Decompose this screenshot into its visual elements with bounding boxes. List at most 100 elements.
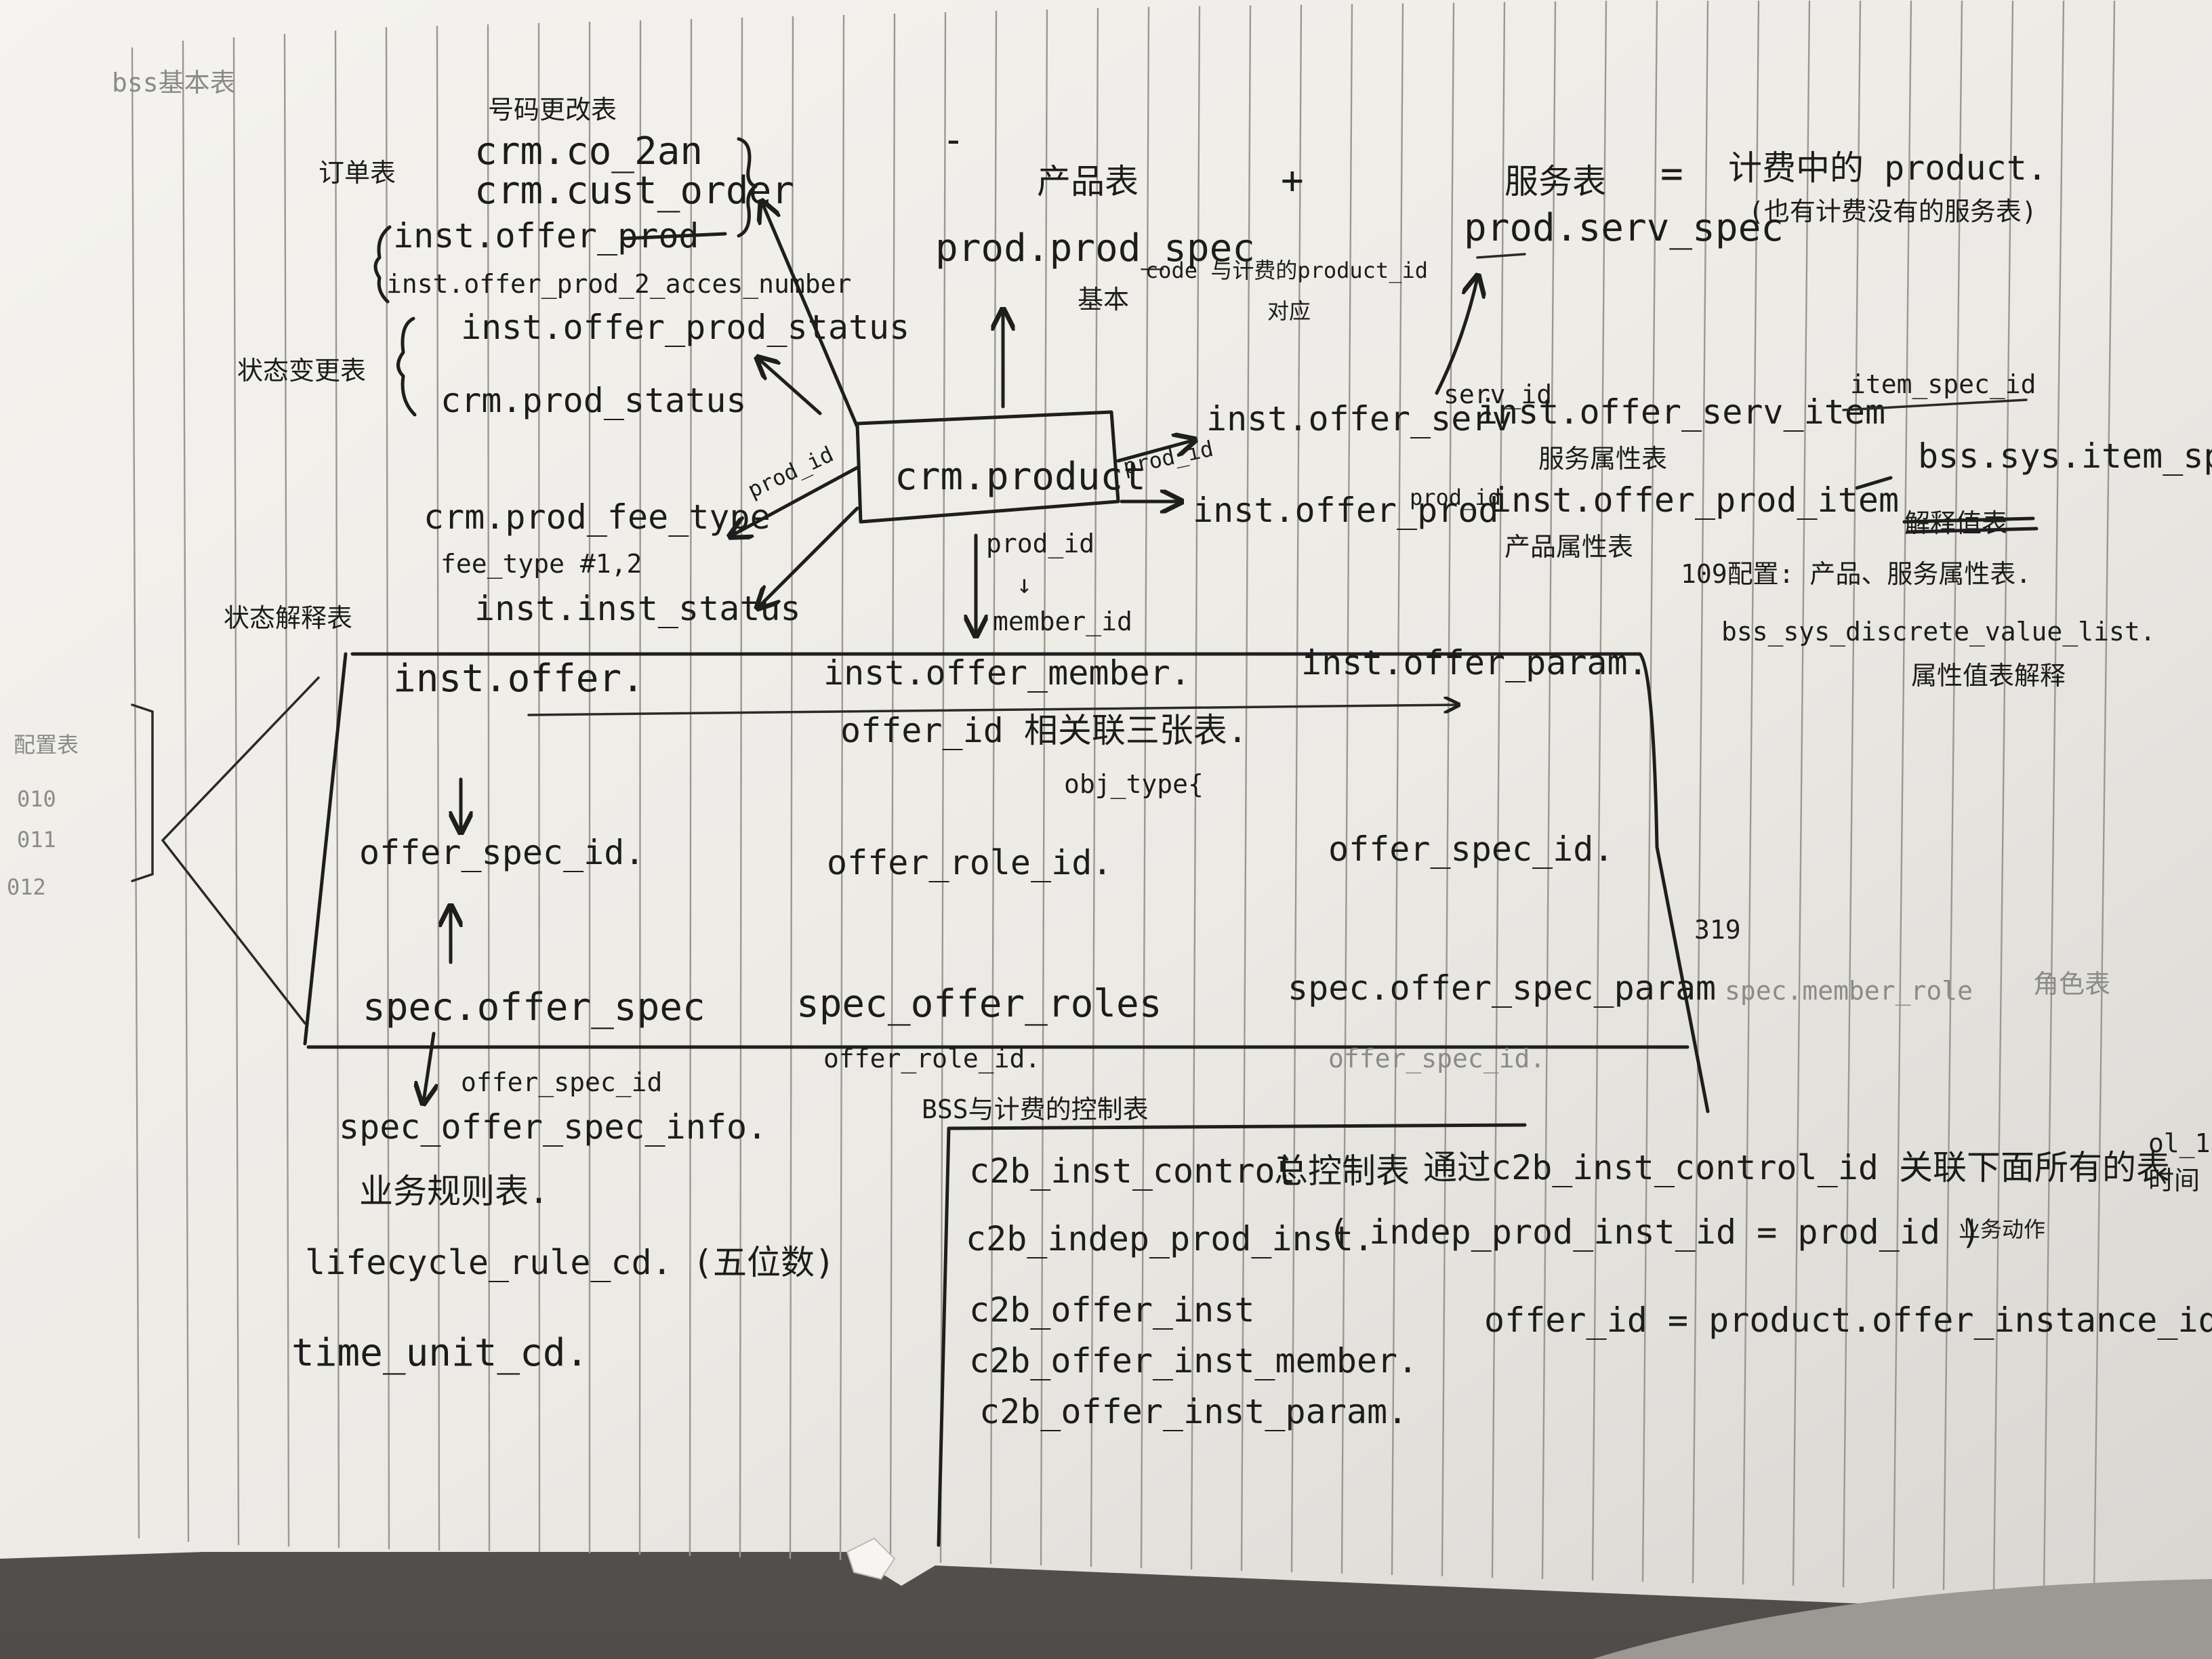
text-crm-prod-fee-type: crm.prod_fee_type <box>424 497 771 537</box>
text-crm-cust-order: crm.cust_order <box>474 169 794 213</box>
arrow-offer-to-param <box>527 705 1457 716</box>
text-inst-offer-prod-2-acces-number: inst.offer_prod_2_acces_number <box>386 269 851 300</box>
label-prod-spec-basic: 基本 <box>1078 285 1129 314</box>
text-billing-product: 计费中的 product. <box>1728 148 2047 188</box>
text-spec-offer-spec: spec.offer_spec <box>363 985 705 1029</box>
text-indep-note: ( indep_prod_inst_id = prod_id ) <box>1328 1212 1981 1252</box>
text-spec-member-role: spec.member_role <box>1725 976 1973 1006</box>
text-number-319: 319 <box>1694 915 1741 945</box>
arrow-to-item-spec <box>1855 476 1893 490</box>
arrow-to-offer-prod <box>762 203 859 429</box>
text-c2b-offer-inst-param: c2b_offer_inst_param. <box>979 1392 1408 1431</box>
arrow-down-spec-info <box>424 1031 434 1101</box>
text-spec-offer-roles: spec_offer_roles <box>796 982 1162 1026</box>
text-lifecycle-rule-cd: lifecycle_rule_cd. (五位数) <box>305 1243 835 1282</box>
underline-item-spec-id <box>1842 398 2028 411</box>
frame-left <box>303 652 348 1046</box>
text-c2b-offer-inst-member: c2b_offer_inst_member. <box>969 1341 1418 1380</box>
brace-status <box>396 316 417 417</box>
left-triangle <box>161 676 320 1025</box>
text-inst-offer-prod-item: inst.offer_prod_item <box>1491 480 1899 520</box>
text-inst-offer: inst.offer. <box>393 657 644 701</box>
torn-paper-notch <box>846 1537 896 1580</box>
text-offer-role-id: offer_role_id. <box>827 843 1112 882</box>
text-fee-type-values: fee_type #1,2 <box>441 549 642 579</box>
text-bss-sys-discrete-value-list: bss_sys_discrete_value_list. <box>1721 617 2156 647</box>
label-status-explain: 状态解释表 <box>224 603 352 633</box>
arrow-to-offer-serv <box>1116 441 1193 463</box>
crm-product-box <box>855 410 1120 524</box>
text-offer-spec-id-1: offer_spec_id. <box>359 833 644 872</box>
text-c2b-indep-prod-inst: c2b_indep_prod_inst. <box>966 1219 1374 1258</box>
text-c2b-offer-inst: c2b_offer_inst <box>969 1290 1254 1330</box>
text-spec-offer-spec-param: spec.offer_spec_param <box>1288 968 1716 1008</box>
text-inst-offer-serv: inst.offer_serv <box>1206 399 1513 438</box>
text-offer-spec-id-3: offer_spec_id. <box>1328 1044 1545 1074</box>
text-inst-offer-member: inst.offer_member. <box>823 653 1191 693</box>
text-billing-note: (也有计费没有的服务表) <box>1748 197 2037 226</box>
text-inst-offer-prod-status: inst.offer_prod_status <box>461 308 909 347</box>
text-offer-role-id-2: offer_role_id. <box>823 1044 1040 1074</box>
text-inst-offer-prod-right: inst.offer_prod <box>1193 491 1499 530</box>
control-left-line <box>937 1126 951 1547</box>
underline-serv-spec <box>1476 253 1526 259</box>
text-prod-prod-spec: prod.prod_spec <box>935 226 1255 270</box>
down-arrow-glyph: ↓ <box>1017 569 1032 599</box>
label-number-change: 号码更改表 <box>488 95 617 125</box>
text-bss-sys-item-spec: bss.sys.item_spec <box>1918 436 2212 476</box>
arrow-to-fee-type <box>732 466 859 535</box>
text-inst-offer-serv-item: inst.offer_serv_item <box>1477 392 1885 432</box>
title-bss-billing-control: BSS与计费的控制表 <box>922 1094 1149 1124</box>
label-prod-id-down: prod_id <box>986 529 1094 559</box>
label-product-table: 产品表 <box>1037 162 1139 201</box>
code-012: 012 <box>7 874 46 900</box>
label-business-rule: 业务规则表. <box>359 1172 549 1211</box>
text-offer-spec-id-2: offer_spec_id. <box>1328 830 1614 869</box>
label-role-table: 角色表 <box>2033 969 2110 999</box>
label-order-tables: 订单表 <box>319 158 396 188</box>
text-inst-offer-param: inst.offer_param. <box>1301 643 1648 682</box>
text-crossed-note: 解释值表 <box>1904 508 2007 538</box>
label-total-control: 总控制表 <box>1274 1151 1410 1191</box>
shadow-object <box>1593 1579 2212 1659</box>
text-crm-prod-status: crm.prod_status <box>441 381 747 420</box>
text-edge-note-2: 时间 <box>2148 1166 2200 1195</box>
text-code-note-2: 对应 <box>1267 298 1311 324</box>
strike-crossed <box>1902 516 2039 534</box>
left-bracket <box>131 703 154 882</box>
text-edge-note: ol_1 <box>2148 1128 2211 1159</box>
arrow-to-offer-prod-status <box>759 359 822 415</box>
frame-top-right <box>350 652 1710 1113</box>
text-offer-spec-id-4: offer_spec_id <box>461 1067 662 1098</box>
label-attr-value: 属性值表解释 <box>1911 661 2066 691</box>
brace-offer-prod <box>373 225 392 304</box>
text-obj-type: obj_type{ <box>1064 769 1204 800</box>
label-item-spec-id: item_spec_id <box>1850 369 2036 400</box>
label-service-table: 服务表 <box>1504 162 1606 201</box>
minus-sign: - <box>942 118 965 162</box>
label-service-attr: 服务属性表 <box>1538 444 1667 474</box>
text-crm-product: crm.product <box>895 455 1146 499</box>
underline-control-title <box>947 1123 1527 1130</box>
label-serv-id: serv_id <box>1443 380 1552 410</box>
label-business-action: 业务动作 <box>1959 1216 2045 1242</box>
code-010: 010 <box>17 786 56 812</box>
brace-order <box>737 137 758 238</box>
text-offer-id-note: offer_id 相关联三张表. <box>840 711 1248 750</box>
text-c2b-inst-control: c2b_inst_control <box>969 1151 1296 1191</box>
strike-mark <box>621 232 727 241</box>
label-config-tables: 配置表 <box>14 732 79 758</box>
title-bss-basic-tables: bss基本表 <box>112 68 236 98</box>
plus-sign: + <box>1281 159 1304 203</box>
text-config-note: 109配置: 产品、服务属性表. <box>1681 559 2031 589</box>
text-code-note: code 与计费的product_id <box>1145 258 1428 283</box>
code-011: 011 <box>17 827 56 853</box>
arrow-to-serv-spec <box>1435 278 1477 395</box>
text-time-unit-cd: time_unit_cd. <box>291 1331 588 1375</box>
text-crm-co-2an: crm.co_2an <box>474 129 703 173</box>
text-inst-inst-status: inst.inst_status <box>474 589 801 628</box>
paper-sheet <box>0 0 2212 1616</box>
label-prod-id-small: prod_id <box>1410 485 1501 510</box>
label-member-id: member_id <box>993 607 1132 637</box>
